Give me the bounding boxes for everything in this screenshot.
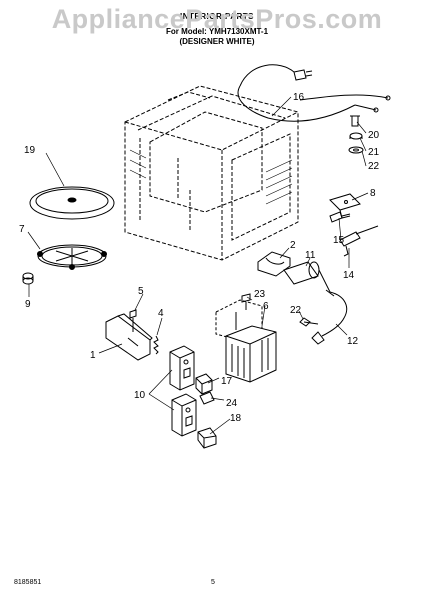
callout-labels: 19 7 9 1 5 4 10 23 6 16 20 21 22 8 15 14… xyxy=(19,92,380,424)
transformer-screw xyxy=(299,317,319,327)
document-number: 8185851 xyxy=(14,579,42,586)
switch-actuator xyxy=(199,391,215,405)
diagram-title: INTERIOR PARTS xyxy=(180,12,254,21)
callout-21: 21 xyxy=(368,147,380,158)
callout-10: 10 xyxy=(134,390,146,401)
ground-nut xyxy=(349,132,363,140)
microwave-cavity xyxy=(124,85,299,261)
interlock-switch-upper xyxy=(169,345,195,391)
callout-19: 19 xyxy=(24,145,36,156)
color-line: (DESIGNER WHITE) xyxy=(179,37,255,46)
callout-1: 1 xyxy=(90,350,96,361)
callout-8: 8 xyxy=(370,188,376,199)
hv-diode xyxy=(339,225,379,257)
monitor-switch xyxy=(195,373,213,395)
callout-5: 5 xyxy=(138,286,144,297)
ground-washer xyxy=(348,146,364,154)
callout-12: 12 xyxy=(347,336,359,347)
capacitor-bracket xyxy=(257,251,291,277)
callout-22-mid: 22 xyxy=(290,305,302,316)
hv-transformer xyxy=(215,299,277,383)
callout-20: 20 xyxy=(368,130,380,141)
leader-lines xyxy=(27,96,369,435)
latch-screw xyxy=(129,309,137,332)
vent-grille xyxy=(129,149,293,205)
latch-spring xyxy=(153,335,159,355)
ground-screw xyxy=(350,115,360,127)
callout-16: 16 xyxy=(293,92,305,103)
callout-15: 15 xyxy=(333,235,345,246)
diode-screw xyxy=(329,211,351,223)
callout-17: 17 xyxy=(221,376,233,387)
callout-4: 4 xyxy=(158,308,164,319)
callout-24: 24 xyxy=(226,398,238,409)
callout-2: 2 xyxy=(290,240,296,251)
power-cord xyxy=(237,64,391,122)
hv-harness xyxy=(311,291,348,345)
turntable-tray xyxy=(29,186,115,220)
callout-6: 6 xyxy=(263,301,269,312)
hv-capacitor xyxy=(283,261,335,297)
callout-23: 23 xyxy=(254,289,266,300)
callout-22-top: 22 xyxy=(368,161,380,172)
callout-7: 7 xyxy=(19,224,25,235)
coupler xyxy=(22,272,34,285)
watermark: AppliancePartsPros.com xyxy=(51,4,383,34)
shield-screw xyxy=(241,293,251,310)
model-line: For Model: YMH7130XMT-1 xyxy=(165,27,269,36)
page-number: 5 xyxy=(211,579,215,586)
roller-ring xyxy=(37,244,107,270)
callout-11: 11 xyxy=(305,250,316,261)
callout-14: 14 xyxy=(343,270,355,281)
door-switch xyxy=(197,427,217,449)
latch-plate xyxy=(105,313,153,361)
callout-9: 9 xyxy=(25,299,31,310)
interlock-switch-lower xyxy=(171,393,197,437)
callout-18: 18 xyxy=(230,413,242,424)
